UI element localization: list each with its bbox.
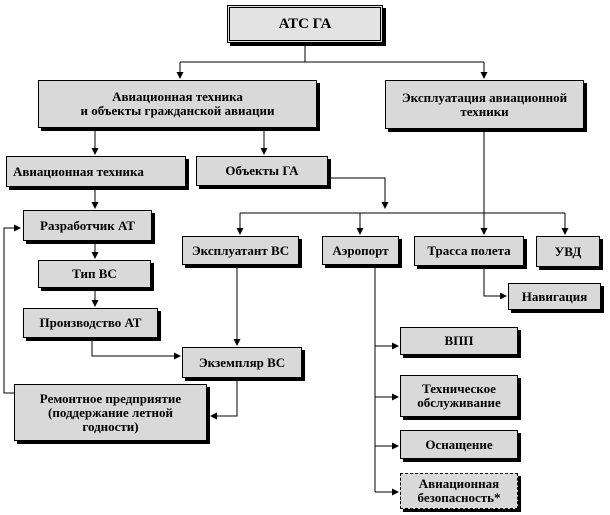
edge-to-navigation [483,266,507,300]
node-operator-vs: Эксплуатант ВС [182,236,299,265]
node-vs-instance: Экземпляр ВС [182,347,302,378]
node-aviation-tech-objects: Авиационная техника и объекты гражданско… [38,80,317,128]
node-navigation: Навигация [508,283,601,310]
node-at-production: Производство АТ [23,308,158,338]
node-maintenance: Техническое обслуживание [400,375,518,417]
node-repair-enterprise: Ремонтное предприятие (поддержание летно… [14,384,207,441]
edge-repair-feedback [3,224,21,394]
node-developer-at: Разработчик АТ [23,210,152,241]
node-flight-route: Трасса полета [414,236,524,266]
node-ga-objects: Объекты ГА [196,156,328,186]
edge-production-to-instance [91,338,181,360]
node-aviation-security: Авиационная безопасность* [400,473,518,509]
node-aviation-tech: Авиационная техника [6,156,186,187]
node-airport: Аэропорт [322,236,399,265]
edge-instance-to-repair [210,378,238,420]
node-vs-type: Тип ВС [38,260,151,288]
node-vpp: ВПП [400,327,518,355]
node-equipment: Оснащение [400,430,518,459]
node-uvd: УВД [536,236,600,267]
node-exploitation-tech: Эксплуатация авиационной техники [385,80,584,129]
edge-ga-objects-bus [328,177,389,209]
node-ats-ga: АТС ГА [227,5,383,43]
